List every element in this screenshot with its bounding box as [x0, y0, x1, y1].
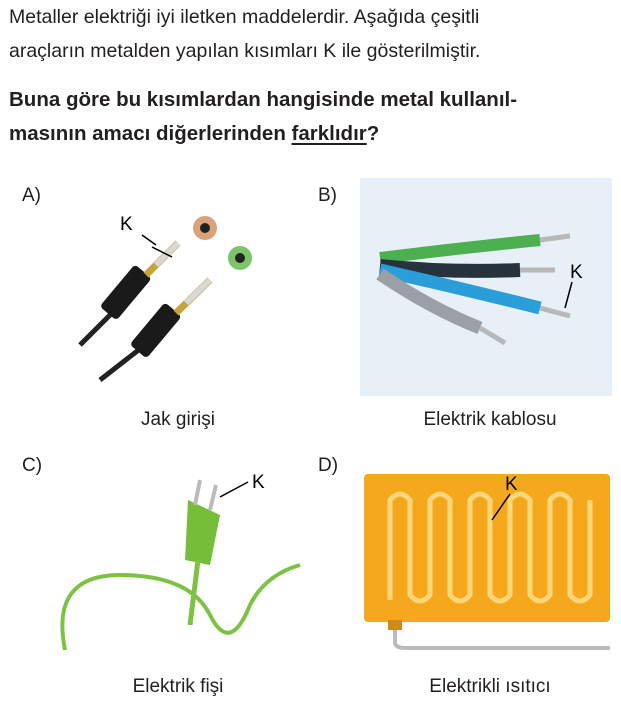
- option-a-caption: Jak girişi: [141, 409, 215, 430]
- option-b-letter[interactable]: B): [318, 185, 337, 206]
- option-d-letter[interactable]: D): [318, 455, 339, 476]
- option-c-letter[interactable]: C): [22, 455, 43, 476]
- intro-line-2: araçların metalden yapılan kısımları K i…: [9, 40, 481, 62]
- marker-k-b: K: [570, 262, 583, 283]
- jack-input-image: K: [78, 214, 252, 382]
- option-b-caption: Elektrik kablosu: [423, 409, 557, 430]
- electric-heater-image: K: [364, 474, 610, 650]
- marker-k-c: K: [252, 472, 265, 493]
- electric-plug-image: K: [60, 472, 301, 651]
- jack-plug-1: [78, 240, 181, 347]
- marker-k-d: K: [505, 474, 518, 495]
- question-line-1: Buna göre bu kısımlardan hangisinde meta…: [9, 88, 518, 111]
- marker-k-a: K: [120, 214, 133, 235]
- intro-line-1: Metaller elektriği iyi iletken maddelerd…: [9, 6, 480, 28]
- question-emphasis: farklıdır: [291, 122, 367, 145]
- question-mark: ?: [366, 122, 380, 145]
- jack-plug-2: [98, 277, 213, 382]
- electric-cable-image: K: [360, 178, 612, 396]
- question-line-2: masının amacı diğerlerinden farklıdır?: [9, 122, 379, 146]
- option-a-letter[interactable]: A): [22, 185, 41, 206]
- question-text: masının amacı diğerlerinden: [9, 122, 292, 145]
- option-d-caption: Elektrikli ısıtıcı: [429, 676, 551, 697]
- option-c-caption: Elektrik fişi: [132, 676, 224, 697]
